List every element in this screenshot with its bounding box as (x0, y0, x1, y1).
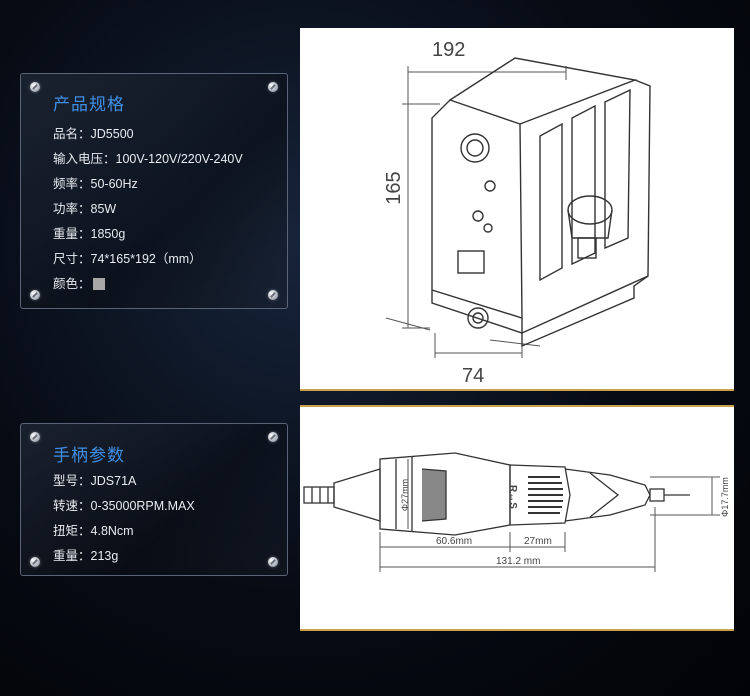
spec-row: 功率：85W (53, 202, 117, 216)
spec-row: 扭矩：4.8Ncm (53, 524, 134, 538)
dim-total-length-label: 131.2 mm (496, 556, 540, 567)
spec-row: 尺寸：74*165*192（mm） (53, 252, 202, 266)
spec-row: 输入电压：100V-120V/220V-240V (53, 152, 243, 166)
product-specs-list: 品名：JD5500 输入电压：100V-120V/220V-240V 频率：50… (53, 122, 243, 297)
screw-icon (268, 557, 278, 567)
spec-row: 频率：50-60Hz (53, 177, 138, 191)
dim-width-label: 192 (432, 39, 465, 61)
dim-nose-diameter-label: Φ17.7mm (720, 477, 730, 517)
screw-icon (268, 82, 278, 92)
spec-row: 颜色： (53, 272, 243, 297)
spec-row: 品名：JD5500 (53, 127, 134, 141)
screw-icon (268, 432, 278, 442)
spec-row: 型号：JDS71A (53, 474, 137, 488)
spec-row: 重量：213g (53, 549, 119, 563)
spec-row: 转速：0-35000RPM.MAX (53, 499, 195, 513)
screw-icon (30, 557, 40, 567)
control-box-drawing: 192 165 74 (300, 28, 734, 391)
dim-body-length-label: 60.6mm (436, 536, 472, 547)
screw-icon (30, 82, 40, 92)
screw-icon (30, 432, 40, 442)
handpiece-specs-panel: 手柄参数 型号：JDS71A 转速：0-35000RPM.MAX 扭矩：4.8N… (20, 423, 288, 576)
handpiece-svg: Φ27mm Φ17.7mm R↔S 60.6mm 27mm 131.2 mm (303, 452, 730, 572)
handpiece-drawing: Φ27mm Φ17.7mm R↔S 60.6mm 27mm 131.2 mm (300, 405, 734, 631)
rotation-mark-label: R↔S (507, 485, 518, 509)
dim-height-label: 165 (383, 171, 405, 204)
product-specs-panel: 产品规格 品名：JD5500 输入电压：100V-120V/220V-240V … (20, 73, 288, 309)
handpiece-specs-list: 型号：JDS71A 转速：0-35000RPM.MAX 扭矩：4.8Ncm 重量… (53, 469, 195, 569)
dim-grip-diameter-label: Φ27mm (400, 479, 410, 511)
screw-icon (268, 290, 278, 300)
dim-depth-label: 74 (462, 365, 484, 387)
control-box-svg: 192 165 74 (383, 39, 651, 387)
color-swatch (92, 278, 105, 290)
product-specs-title: 产品规格 (53, 95, 125, 114)
screw-icon (30, 290, 40, 300)
spec-row: 重量：1850g (53, 227, 126, 241)
handpiece-specs-title: 手柄参数 (53, 446, 125, 465)
dim-grip-length-label: 27mm (524, 536, 552, 547)
